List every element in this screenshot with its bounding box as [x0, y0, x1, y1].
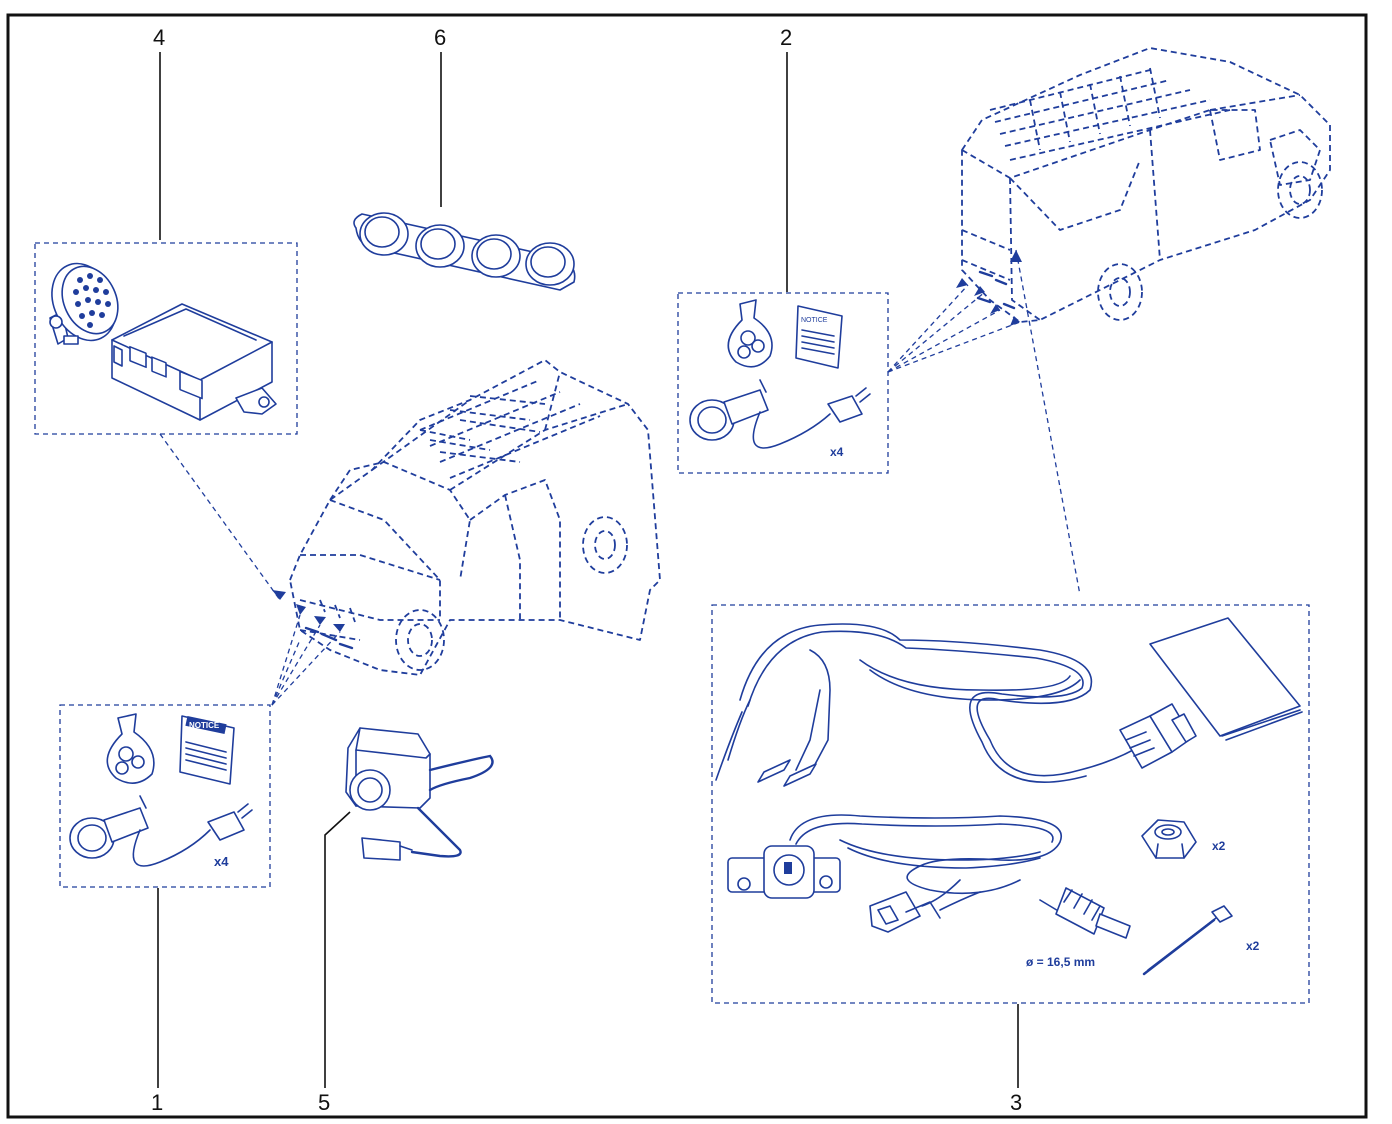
callout-6-number: 6 — [434, 25, 446, 50]
buzzer-icon — [49, 262, 119, 345]
rear-hardware-bag-icon — [727, 299, 773, 368]
front-notice-booklet-icon: NOTICE — [179, 715, 235, 785]
callout-5-leader — [324, 811, 351, 1088]
callout-6: 6 — [434, 25, 446, 207]
front-hardware-bag-icon — [106, 713, 155, 784]
frame-border — [6, 13, 1368, 1119]
callout-3-number: 3 — [1010, 1090, 1022, 1115]
kit-box-3: x2 ø = 16,5 mm x2 — [711, 604, 1310, 1004]
instruction-sheet-icon — [1149, 617, 1303, 741]
kit-box-2: NOTICE x4 — [677, 292, 889, 474]
callout-2-number: 2 — [780, 25, 792, 50]
kit-box-3-border — [711, 604, 1310, 1004]
nut-icon: x2 — [1141, 819, 1226, 859]
callout-2: 2 — [780, 25, 792, 292]
control-unit-icon — [111, 303, 277, 421]
camera-bracket-harness-icon — [727, 814, 1062, 933]
front-notice-label: NOTICE — [189, 721, 220, 730]
callout-4-number: 4 — [153, 25, 165, 50]
callout-4: 4 — [153, 25, 165, 240]
rear-van-outline — [961, 47, 1331, 323]
callout-1: 1 — [151, 888, 163, 1115]
camera-icon — [345, 727, 494, 861]
cable-tie-qty: x2 — [1246, 939, 1260, 953]
front-van-outline — [289, 359, 661, 676]
rear-sensor-qty: x4 — [830, 445, 844, 459]
callout-1-number: 1 — [151, 1090, 163, 1115]
drill-diameter-label: ø = 16,5 mm — [1026, 955, 1095, 969]
hole-saw-icon: ø = 16,5 mm — [1026, 887, 1131, 969]
front-sensor-icon: x4 — [69, 795, 253, 869]
kit-box-2-border — [677, 292, 889, 474]
nut-qty: x2 — [1212, 839, 1226, 853]
callout-5: 5 — [318, 811, 351, 1115]
callout-5-number: 5 — [318, 1090, 330, 1115]
kit-box-4-border — [34, 242, 298, 435]
assembly-arrows — [159, 249, 1081, 706]
rear-notice-booklet-icon: NOTICE — [795, 305, 843, 369]
kit-box-1-border — [59, 704, 271, 888]
callout-3: 3 — [1010, 1004, 1022, 1115]
kit-box-1: NOTICE x4 — [59, 704, 271, 888]
front-sensor-qty: x4 — [214, 854, 229, 869]
rear-sensor-icon: x4 — [689, 379, 871, 459]
kit-box-4 — [34, 242, 298, 435]
sensor-caps-strip-icon — [353, 212, 576, 291]
cable-tie-icon: x2 — [1142, 905, 1260, 976]
wiring-harness-icon — [715, 623, 1197, 787]
rear-notice-label: NOTICE — [801, 317, 828, 324]
